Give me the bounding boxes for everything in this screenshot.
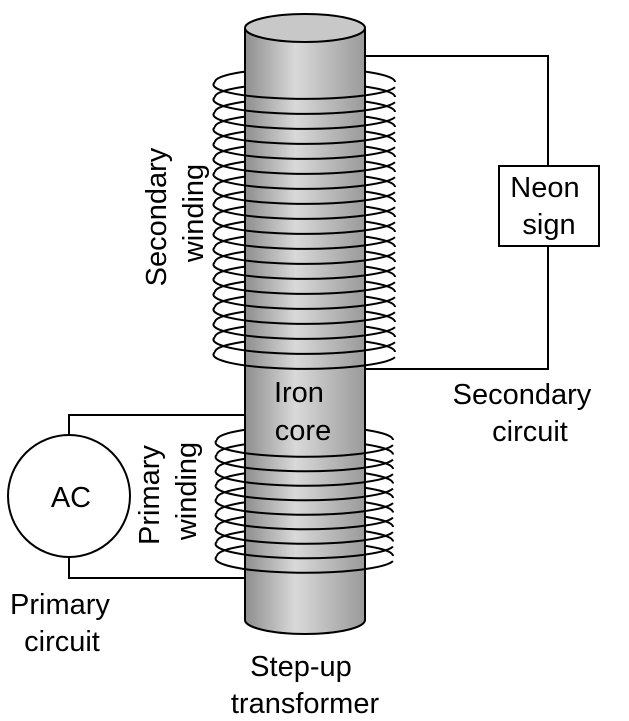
secondary-circuit-label: Secondary circuit bbox=[453, 379, 600, 448]
coil-loop-front bbox=[214, 540, 394, 560]
coil-loop-front bbox=[212, 216, 396, 235]
coil-loop-front bbox=[212, 126, 396, 145]
coil-loop-front bbox=[214, 555, 394, 574]
ac-source-label: AC bbox=[51, 482, 91, 514]
primary-circuit-wire bbox=[68, 414, 245, 579]
coil-loop-front bbox=[214, 453, 394, 473]
secondary-winding-coil bbox=[212, 81, 396, 370]
coil-loop-front bbox=[212, 261, 396, 280]
coil-loop-front bbox=[212, 351, 396, 370]
coil-loop-front bbox=[212, 246, 396, 265]
primary-winding-label: Primary winding bbox=[134, 437, 203, 545]
neon-sign-box bbox=[498, 165, 600, 247]
coil-loop-front bbox=[212, 156, 396, 175]
coil-loop-front bbox=[214, 497, 394, 516]
coil-loop-front bbox=[212, 171, 396, 190]
coil-loop-front bbox=[214, 511, 394, 531]
coil-loop-front bbox=[212, 186, 396, 205]
coil-loop-front bbox=[212, 306, 396, 325]
coil-loop-front bbox=[214, 482, 394, 502]
primary-circuit-label: Primary circuit bbox=[10, 589, 118, 658]
coil-loop-front bbox=[214, 468, 394, 487]
transformer-label: Step-up transformer bbox=[231, 651, 380, 720]
secondary-winding-label: Secondary winding bbox=[141, 140, 210, 287]
coil-loop-front bbox=[214, 526, 394, 545]
coil-loop-front bbox=[212, 141, 396, 160]
neon-sign-label: Neon sign bbox=[510, 172, 587, 241]
secondary-circuit-wire bbox=[365, 55, 549, 370]
coil-loop-front bbox=[212, 321, 396, 340]
iron-core bbox=[244, 13, 366, 635]
coil-loop-front bbox=[212, 276, 396, 295]
coil-loop-front bbox=[212, 81, 396, 100]
coil-loop-front bbox=[212, 291, 396, 310]
coil-loop-front bbox=[212, 201, 396, 220]
ac-source bbox=[7, 434, 131, 558]
coil-loop-front bbox=[212, 231, 396, 250]
coil-loop-front bbox=[212, 336, 396, 355]
coil-loop-front bbox=[212, 96, 396, 115]
coil-loop-front bbox=[214, 439, 394, 458]
iron-core-label: Iron core bbox=[274, 377, 332, 447]
primary-winding-coil bbox=[214, 439, 394, 574]
coil-loop-front bbox=[212, 111, 396, 130]
